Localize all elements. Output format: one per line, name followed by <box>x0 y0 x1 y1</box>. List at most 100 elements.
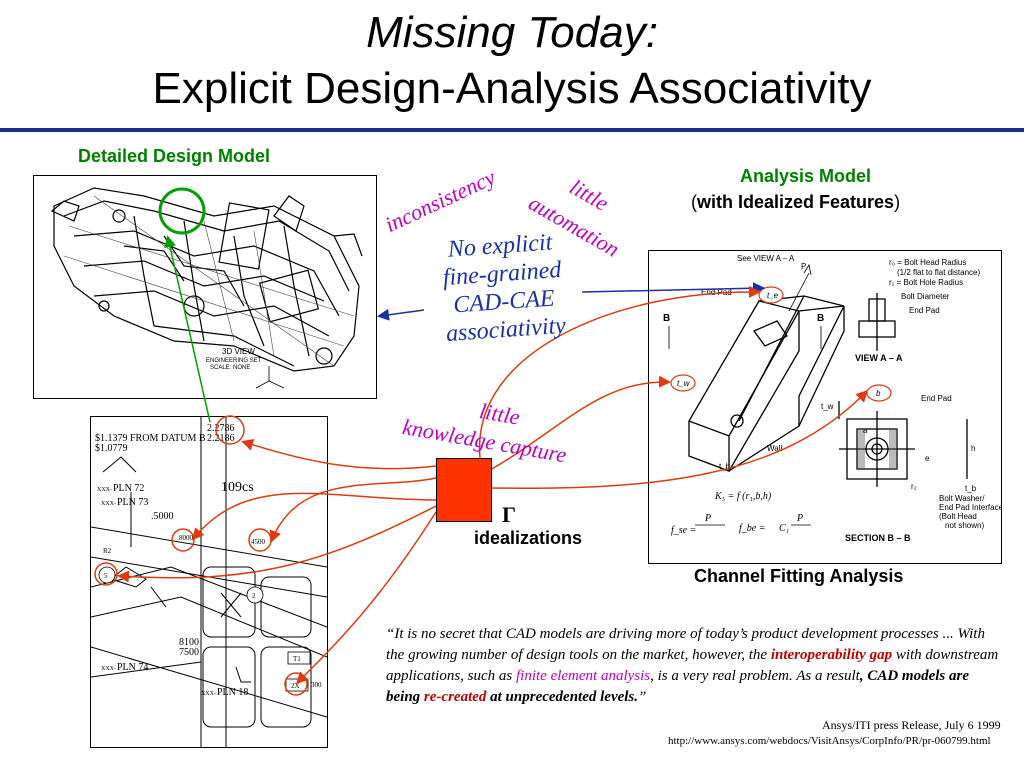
dim-8000: 8000 <box>179 534 194 542</box>
fea-text: finite element analysis <box>516 668 651 684</box>
b-circled-label: b <box>876 389 881 398</box>
red-link-te <box>478 285 761 459</box>
no-explicit-associativity-text: No explicit fine-grained CAD-CAE associa… <box>414 226 591 350</box>
cad-3d-drawing: 3D VIEW ENGINEERING SET SCALE: NONE <box>50 187 363 389</box>
tw-label: t_w <box>821 402 834 411</box>
red-link-4500 <box>269 477 437 543</box>
arrow-icons <box>668 263 822 349</box>
circle-5-label: 5 <box>104 572 108 580</box>
a-label: a <box>863 426 868 435</box>
citation-url[interactable]: http://www.ansys.com/webdocs/VisitAnsys/… <box>668 735 991 747</box>
paren-close: ) <box>894 192 901 212</box>
idealizations-label: idealizations <box>474 528 583 548</box>
pln-74-label: PLN 74 <box>117 662 148 673</box>
interoperability-gap-text: interoperability gap <box>770 647 893 663</box>
red-circle-dims <box>215 415 245 445</box>
analysis-model-sublabel: (with Idealized Features) <box>691 192 900 213</box>
ks-formula: K₅ = f (r₁,b,h) <box>714 491 772 502</box>
red-link-2x <box>295 511 437 685</box>
dim-4500: 4500 <box>251 538 266 546</box>
red-link-drawing-mid <box>117 505 437 583</box>
pln-73-label: PLN 73 <box>117 497 148 508</box>
press-quote: “It is no secret that CAD models are dri… <box>386 624 1004 708</box>
red-circle-4500 <box>248 528 272 552</box>
fbe-formula: f_be = <box>739 523 765 534</box>
tw-circled-label: t_w <box>677 379 691 388</box>
washer-label-4: not shown) <box>945 521 984 530</box>
red-link-drawing-top <box>241 439 437 470</box>
drawing-datum-1: $1.1379 FROM DATUM B <box>95 433 206 444</box>
drawing-part-label: 109cs <box>221 480 254 495</box>
b-right-label: B <box>817 313 824 324</box>
tb-label: t_b <box>965 484 977 493</box>
p-top-label: P <box>801 262 806 271</box>
bolt-diameter-label: Bolt Diameter <box>901 292 950 301</box>
c1-symbol: C₁ <box>779 523 789 534</box>
green-link-line <box>164 235 211 423</box>
section-bb-label: SECTION B – B <box>845 533 911 543</box>
red-link-8000 <box>192 492 437 541</box>
red-link-tw <box>489 375 671 471</box>
cad-text-2: SCALE: NONE <box>210 365 250 371</box>
quote-open: “ <box>386 626 395 642</box>
slide-title-line1: Missing Today: <box>366 8 658 57</box>
channel-fitting-drawing: See VIEW A – A End Pad B B P Wall r₀ = B… <box>663 254 1004 543</box>
design-model-label: Detailed Design Model <box>78 146 271 166</box>
idealization-box <box>436 458 492 522</box>
analysis-model-label: Analysis Model <box>740 166 872 186</box>
e-label: e <box>925 454 930 463</box>
re-created-text: re-created <box>423 689 487 705</box>
pln-18-label: PLN 18 <box>217 687 248 698</box>
fse-formula: f_se = <box>671 525 696 536</box>
end-pad-label-3: End Pad <box>921 394 952 403</box>
t1-box-label: T1 <box>293 655 301 663</box>
end-pad-label-2: End Pad <box>909 306 940 315</box>
wall-label: Wall <box>767 444 782 453</box>
idealized-features-label: with Idealized Features <box>697 192 895 212</box>
quote-part-2: with downstream applications, such as <box>386 647 999 684</box>
dim-8100: 8100 <box>179 637 199 648</box>
washer-label-1: Bolt Washer/ <box>939 494 985 503</box>
dim-5000: .5000 <box>151 511 174 522</box>
drawing-dim-2: 2.2186 <box>207 433 235 444</box>
te-circled-label: t_e <box>767 291 779 300</box>
dim-300: 300 <box>311 681 322 689</box>
red-circle-2x <box>284 672 308 696</box>
drawing-datum-2: $1.0779 <box>95 443 128 454</box>
p-numerator-1: P <box>704 513 711 524</box>
two-x-box-label: 2X <box>291 682 300 690</box>
title-rule <box>0 128 1024 132</box>
b-left-label: B <box>663 313 670 324</box>
h-label: h <box>971 444 975 453</box>
quote-part-3: , is a very real problem. As a result <box>650 668 860 684</box>
cad-text-1: ENGINEERING SET <box>206 358 262 364</box>
red-circle-8000 <box>171 528 195 552</box>
r2-label: R2 <box>103 547 112 555</box>
quote-close: ” <box>638 689 647 705</box>
washer-label-2: End Pad Interface <box>939 503 1001 512</box>
gamma-symbol: Γ <box>502 502 516 527</box>
p-numerator-2: P <box>796 513 803 524</box>
xxx-label-3: XXX- <box>101 666 116 672</box>
red-circle-5 <box>94 562 118 586</box>
r2-label: r₂ <box>911 482 917 491</box>
quote-bold-1: , CAD models are being <box>386 668 970 705</box>
r1-label: r₁ = Bolt Hole Radius <box>889 278 963 287</box>
dim-7500: 7500 <box>179 647 199 658</box>
xxx-label-1: XXX- <box>97 487 112 493</box>
view-aa-label: VIEW A – A <box>855 353 903 363</box>
cad-text-0: 3D VIEW <box>222 347 255 356</box>
blue-arrow-right <box>581 282 765 295</box>
tb-small-label: t_b <box>719 462 731 471</box>
xxx-label-4: XXX- <box>201 691 216 697</box>
red-link-b <box>489 389 869 489</box>
focus-circle <box>158 187 206 235</box>
cad-3d-view-panel: 3D VIEW ENGINEERING SET SCALE: NONE <box>33 175 377 399</box>
channel-fitting-caption: Channel Fitting Analysis <box>694 566 904 586</box>
see-view-label: See VIEW A – A <box>737 254 795 263</box>
axis-triad-icon <box>255 366 285 389</box>
xxx-label-2: XXX- <box>101 501 116 507</box>
paren-open: ( <box>691 192 697 212</box>
slide-title-line2: Explicit Design-Analysis Associativity <box>152 64 872 113</box>
